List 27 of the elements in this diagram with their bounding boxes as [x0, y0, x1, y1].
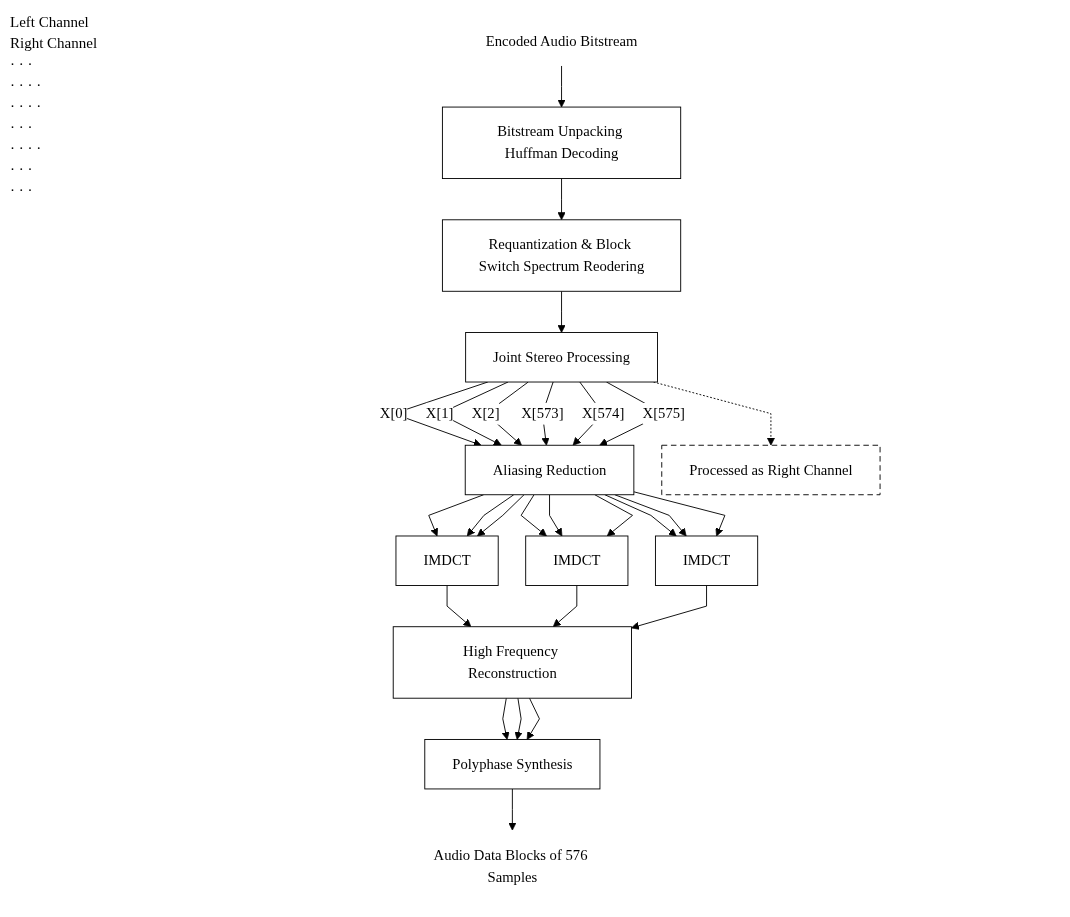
node-box: High Frequency Reconstruction — [392, 625, 633, 699]
node-box: IMDCT — [395, 535, 499, 586]
note-label: Left Channel — [10, 14, 90, 31]
node-text: Audio Data Blocks of 576 Samples — [433, 846, 588, 884]
note-label: · · · — [10, 182, 34, 199]
note-label: · · · — [10, 56, 34, 73]
note-label: · · · · — [10, 77, 43, 94]
note-label: · · · · — [10, 98, 43, 115]
note-label: · · · — [10, 161, 34, 178]
node-box: Bitstream Unpacking Huffman Decoding — [442, 106, 682, 179]
node-box: Processed as Right Channel — [661, 444, 881, 495]
node-box: Aliasing Reduction — [464, 444, 635, 495]
note-label: · · · — [10, 119, 34, 136]
node-box: IMDCT — [655, 535, 759, 586]
node-box: Requantization & Block Switch Spectrum Reodering — [442, 218, 682, 292]
edge-label: X[575] — [642, 404, 686, 421]
edge-label: X[1] — [425, 404, 454, 421]
node-box: Polyphase Synthesis — [424, 738, 601, 789]
edge-label: X[0] — [379, 404, 408, 421]
edge-label: X[574] — [581, 404, 625, 421]
note-label: Right Channel — [10, 35, 99, 52]
node-box: IMDCT — [525, 535, 629, 586]
node-box: Joint Stereo Processing — [465, 331, 658, 382]
edge-label: X[2] — [471, 404, 500, 421]
edge-label: X[573] — [521, 404, 564, 421]
node-text: Encoded Audio Bitstream — [485, 32, 638, 48]
note-label: · · · · — [10, 140, 43, 157]
